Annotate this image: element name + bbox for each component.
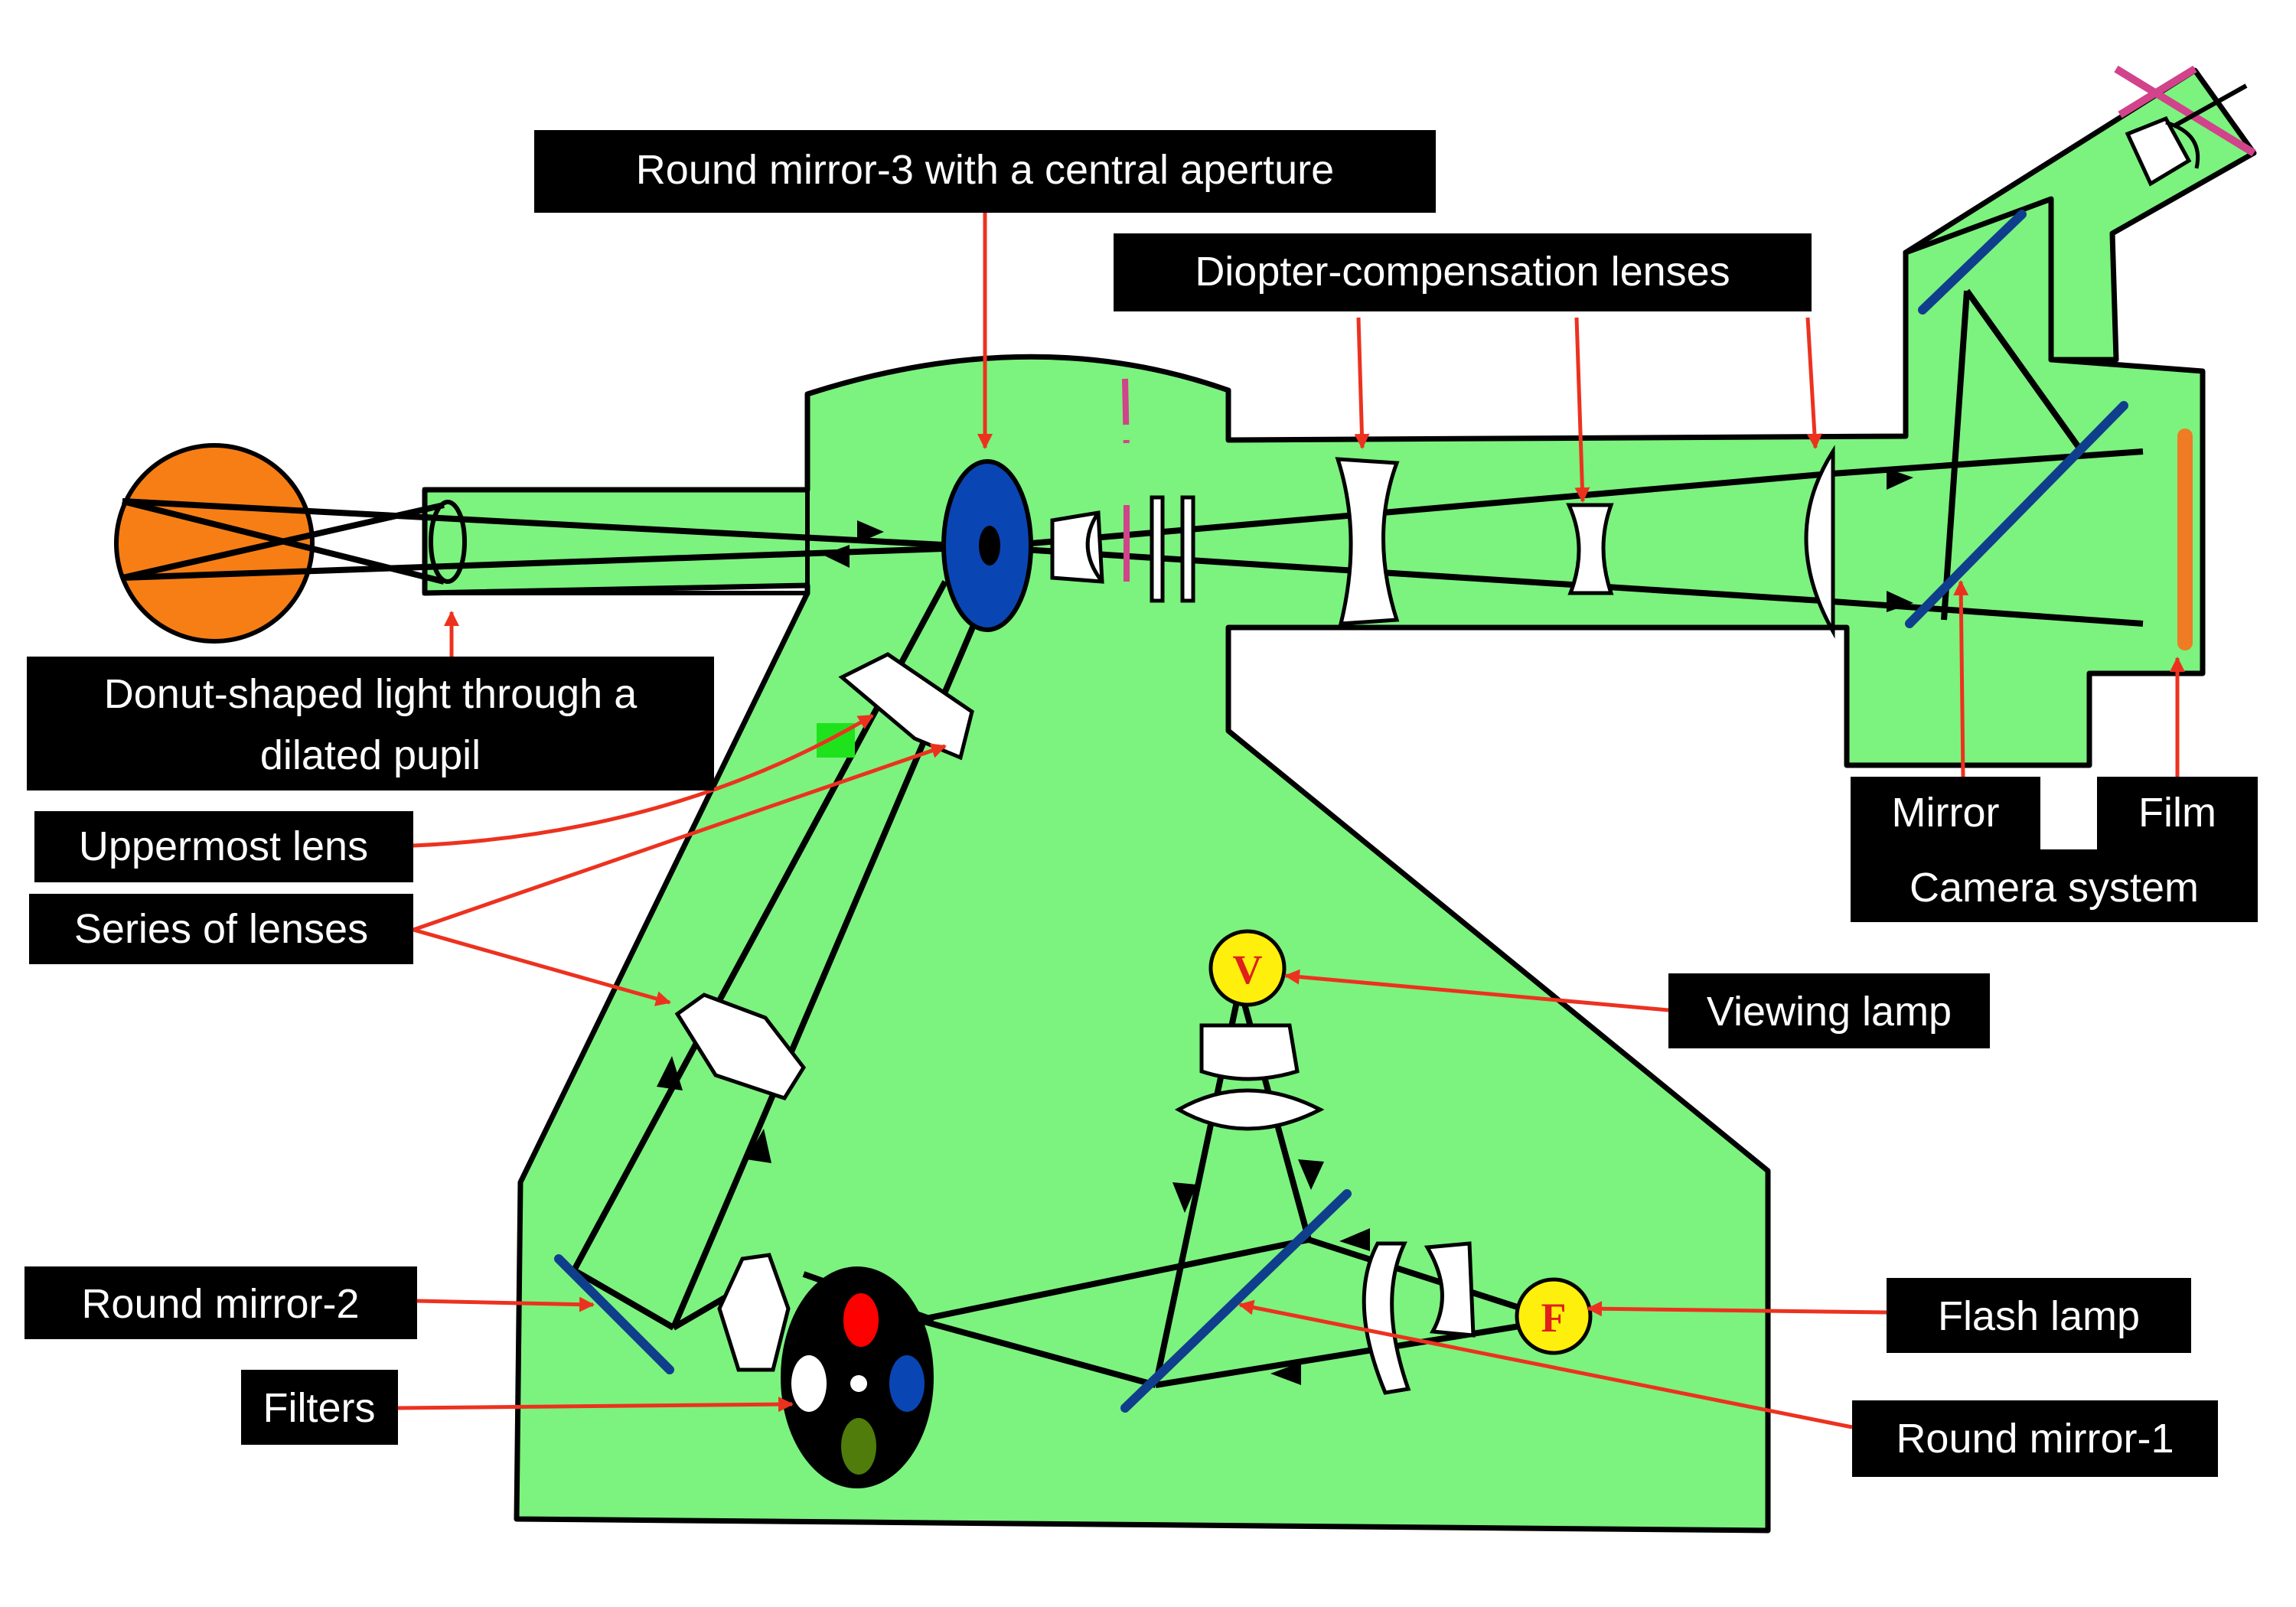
label-filters: Filters bbox=[241, 1370, 398, 1445]
label-round-mirror-1: Round mirror-1 bbox=[1852, 1400, 2218, 1477]
filter-lens bbox=[717, 1253, 791, 1372]
label-diopter: Diopter-compensation lenses bbox=[1114, 233, 1812, 311]
svg-text:Viewing lamp: Viewing lamp bbox=[1707, 989, 1952, 1035]
viewing-lens-2 bbox=[1174, 1088, 1325, 1131]
magenta-stop-top bbox=[1122, 378, 1130, 452]
flash-lens-1 bbox=[1424, 1241, 1476, 1338]
flash-lens-2 bbox=[1362, 1241, 1411, 1395]
svg-text:Round mirror-2: Round mirror-2 bbox=[81, 1281, 359, 1327]
mirror-3-central-aperture bbox=[979, 526, 1000, 566]
plate-1 bbox=[1150, 495, 1165, 603]
label-round-mirror-2: Round mirror-2 bbox=[24, 1266, 417, 1339]
direction-arrows bbox=[657, 468, 1913, 1385]
flash-lamp-letter: F bbox=[1541, 1295, 1567, 1341]
eyepiece-edge bbox=[2114, 65, 2256, 157]
pointers bbox=[397, 207, 2185, 1429]
svg-text:Filters: Filters bbox=[263, 1385, 376, 1431]
label-viewing-lamp: Viewing lamp bbox=[1668, 973, 1990, 1048]
filter-green bbox=[841, 1418, 876, 1475]
filter-red bbox=[843, 1293, 879, 1347]
eyepiece-lens bbox=[2125, 83, 2248, 187]
svg-text:Donut-shaped light through a: Donut-shaped light through a bbox=[104, 671, 638, 717]
diopter-lens-1 bbox=[1335, 457, 1400, 626]
filter-white bbox=[791, 1355, 827, 1412]
filter-blue bbox=[889, 1355, 925, 1412]
label-flash-lamp: Flash lamp bbox=[1887, 1278, 2191, 1353]
label-camera-system: Camera system bbox=[1851, 849, 2258, 922]
uppermost-lens bbox=[838, 652, 974, 761]
viewing-lens-1 bbox=[1199, 1023, 1300, 1081]
svg-text:Diopter-compensation lenses: Diopter-compensation lenses bbox=[1195, 249, 1730, 295]
viewing-lamp-icon bbox=[1208, 929, 1287, 1007]
upper-mirror bbox=[1918, 210, 2027, 315]
svg-text:Flash lamp: Flash lamp bbox=[1938, 1293, 2140, 1339]
eye bbox=[114, 443, 315, 644]
viewing-lamp-letter: V bbox=[1233, 947, 1263, 993]
svg-text:Camera system: Camera system bbox=[1910, 865, 2199, 911]
front-tube bbox=[422, 487, 810, 595]
diopter-lens-2 bbox=[1566, 503, 1614, 595]
svg-text:Film: Film bbox=[2138, 790, 2216, 836]
camera-mirror bbox=[1905, 401, 2128, 628]
objective-lens bbox=[429, 500, 467, 584]
round-mirror-1 bbox=[1120, 1189, 1352, 1413]
relay-lens bbox=[1050, 510, 1104, 584]
label-film: Film bbox=[2097, 777, 2258, 849]
label-donut-light: Donut-shaped light through a dilated pup… bbox=[27, 657, 714, 790]
label-mirror: Mirror bbox=[1851, 777, 2040, 849]
round-mirror-2 bbox=[554, 1254, 674, 1374]
svg-text:Round mirror-3 with a central: Round mirror-3 with a central aperture bbox=[636, 147, 1334, 193]
svg-text:dilated pupil: dilated pupil bbox=[260, 732, 481, 778]
label-series-of-lenses: Series of lenses bbox=[29, 894, 413, 964]
label-mirror-3: Round mirror-3 with a central aperture bbox=[534, 130, 1436, 213]
svg-text:Series of lenses: Series of lenses bbox=[74, 906, 368, 952]
svg-text:Mirror: Mirror bbox=[1892, 790, 2000, 836]
svg-text:Uppermost lens: Uppermost lens bbox=[79, 823, 368, 869]
series-lens bbox=[674, 993, 807, 1100]
eyepiece-edge-top bbox=[2118, 65, 2197, 119]
plate-2 bbox=[1180, 495, 1195, 603]
label-uppermost-lens: Uppermost lens bbox=[34, 811, 413, 882]
svg-text:Round mirror-1: Round mirror-1 bbox=[1896, 1416, 2174, 1462]
filter-center bbox=[850, 1375, 867, 1392]
diopter-lens-3 bbox=[1804, 445, 1835, 639]
